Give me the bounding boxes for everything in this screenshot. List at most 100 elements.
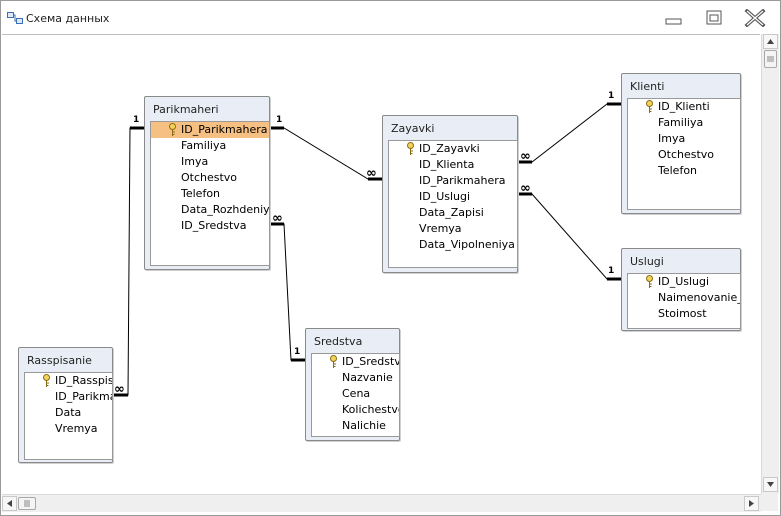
- field-row[interactable]: ID_Uslugi: [628, 274, 740, 290]
- close-icon: [744, 8, 766, 28]
- field-name: Cena: [342, 387, 371, 400]
- minimize-icon: [665, 18, 682, 25]
- scroll-right-button[interactable]: [744, 496, 759, 511]
- arrow-up-icon: [767, 39, 774, 44]
- diagram-canvas[interactable]: 1 ∞ ∞ 1 ∞ 1 ∞ 1 1 ∞ Parikmaheri ID_Parik…: [2, 34, 760, 495]
- primary-key-icon: [407, 142, 414, 155]
- field-name: Nalichie: [342, 419, 386, 432]
- field-list: ID_Parikmahera Familiya Imya Otchestvo T…: [150, 121, 270, 266]
- relationship-zayavki-klienti: [518, 103, 621, 163]
- field-name: ID_Sredstva: [181, 219, 247, 232]
- field-row[interactable]: Telefon: [628, 163, 740, 179]
- field-row[interactable]: ID_Klienta: [389, 157, 517, 173]
- field-row[interactable]: Data_Zapisi: [389, 205, 517, 221]
- table-zayavki[interactable]: Zayavki ID_Zayavki ID_Klienta ID_Parikma…: [382, 115, 518, 273]
- field-row[interactable]: Data: [25, 405, 112, 421]
- grip-icon: [767, 56, 774, 62]
- field-row[interactable]: Kolichestvo: [312, 402, 399, 418]
- field-row[interactable]: Data_Vipolneniya: [389, 237, 517, 253]
- scroll-up-button[interactable]: [763, 34, 778, 49]
- field-name: ID_Rasspisa: [55, 374, 112, 387]
- field-name: Imya: [181, 155, 209, 168]
- field-row[interactable]: Imya: [151, 154, 269, 170]
- field-name: Familiya: [658, 116, 704, 129]
- primary-key-icon: [646, 275, 653, 288]
- field-row[interactable]: Nazvanie: [312, 370, 399, 386]
- field-row[interactable]: Telefon: [151, 186, 269, 202]
- relationship-lines: [114, 102, 621, 397]
- field-list: ID_Zayavki ID_Klienta ID_Parikmahera ID_…: [388, 140, 518, 268]
- close-button[interactable]: [744, 8, 766, 28]
- field-row[interactable]: Data_Rozhdeniya: [151, 202, 269, 218]
- field-name: Imya: [658, 132, 686, 145]
- field-row[interactable]: ID_Parikmahera: [389, 173, 517, 189]
- table-uslugi[interactable]: Uslugi ID_Uslugi Naimenovanie_u Stoimost: [621, 248, 741, 331]
- grip-icon: [24, 500, 30, 507]
- field-row[interactable]: ID_Parikma: [25, 389, 112, 405]
- field-name: ID_Parikmahera: [419, 174, 506, 187]
- table-title: Rasspisanie: [27, 354, 92, 367]
- field-name: ID_Uslugi: [419, 190, 471, 203]
- field-row[interactable]: ID_Parikmahera: [151, 122, 269, 138]
- table-parikmaheri[interactable]: Parikmaheri ID_Parikmahera Familiya Imya…: [144, 96, 270, 270]
- relationship-zayavki-uslugi: [518, 193, 621, 280]
- maximize-icon: [706, 10, 722, 25]
- table-rasspisanie[interactable]: Rasspisanie ID_Rasspisa ID_Parikma Data …: [18, 347, 113, 463]
- scroll-down-button[interactable]: [763, 477, 778, 492]
- field-row[interactable]: ID_Rasspisa: [25, 373, 112, 389]
- field-name: ID_Zayavki: [419, 142, 480, 155]
- cardinality-one: 1: [294, 347, 301, 357]
- field-row[interactable]: Otchestvo: [628, 147, 740, 163]
- field-row[interactable]: Otchestvo: [151, 170, 269, 186]
- cardinality-many: ∞: [520, 181, 531, 196]
- field-row[interactable]: ID_Zayavki: [389, 141, 517, 157]
- horizontal-scrollbar[interactable]: [2, 494, 761, 512]
- field-row[interactable]: ID_Uslugi: [389, 189, 517, 205]
- field-name: ID_Klienta: [419, 158, 475, 171]
- field-list: ID_Klienti Familiya Imya Otchestvo Telef…: [627, 98, 741, 210]
- scroll-thumb[interactable]: [764, 50, 777, 68]
- field-row[interactable]: Familiya: [628, 115, 740, 131]
- cardinality-one: 1: [133, 115, 140, 125]
- table-title: Klienti: [630, 80, 665, 93]
- field-name: Data_Vipolneniya: [419, 238, 515, 251]
- window-title: Схема данных: [26, 12, 110, 25]
- arrow-right-icon: [749, 500, 754, 507]
- field-name: ID_Uslugi: [658, 275, 710, 288]
- scrollbar-corner: [761, 494, 778, 511]
- field-name: Telefon: [181, 187, 221, 200]
- table-title: Uslugi: [630, 255, 664, 268]
- field-row[interactable]: Nalichie: [312, 418, 399, 434]
- field-name: Vremya: [55, 422, 98, 435]
- scroll-left-button[interactable]: [2, 496, 17, 511]
- cardinality-many: ∞: [520, 149, 531, 164]
- field-name: Data_Zapisi: [419, 206, 484, 219]
- field-name: Nazvanie: [342, 371, 393, 384]
- arrow-down-icon: [767, 482, 774, 487]
- table-sredstva[interactable]: Sredstva ID_Sredstva Nazvanie Cena Kolic…: [305, 328, 400, 441]
- scroll-thumb[interactable]: [18, 497, 36, 510]
- field-row[interactable]: Naimenovanie_u: [628, 290, 740, 306]
- field-row[interactable]: Stoimost: [628, 306, 740, 322]
- minimize-button[interactable]: [663, 9, 685, 27]
- field-row[interactable]: Familiya: [151, 138, 269, 154]
- field-list: ID_Uslugi Naimenovanie_u Stoimost: [627, 273, 741, 329]
- primary-key-icon: [646, 100, 653, 113]
- field-row[interactable]: Vremya: [25, 421, 112, 437]
- title-bar[interactable]: Схема данных: [1, 1, 780, 33]
- field-name: Otchestvo: [658, 148, 715, 161]
- field-row[interactable]: Cena: [312, 386, 399, 402]
- table-klienti[interactable]: Klienti ID_Klienti Familiya Imya Otchest…: [621, 73, 741, 214]
- arrow-left-icon: [7, 500, 12, 507]
- field-name: ID_Klienti: [658, 100, 710, 113]
- field-name: ID_Parikmahera: [181, 123, 268, 136]
- field-row[interactable]: ID_Sredstva: [312, 354, 399, 370]
- field-row[interactable]: ID_Klienti: [628, 99, 740, 115]
- field-row[interactable]: ID_Sredstva: [151, 218, 269, 234]
- vertical-scrollbar[interactable]: [761, 34, 779, 494]
- maximize-button[interactable]: [703, 9, 725, 27]
- field-row[interactable]: Vremya: [389, 221, 517, 237]
- relationships-icon: [7, 12, 23, 24]
- field-row[interactable]: Imya: [628, 131, 740, 147]
